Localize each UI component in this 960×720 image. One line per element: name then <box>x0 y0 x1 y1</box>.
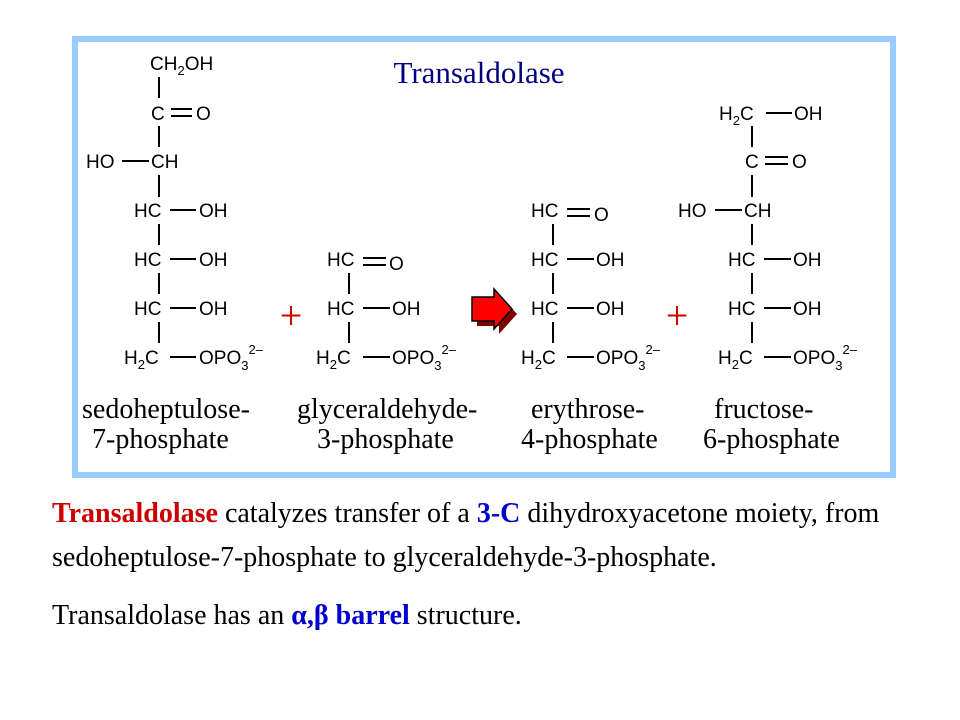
caption-paragraph-2: Transaldolase has an α,β barrel structur… <box>52 600 522 631</box>
reaction-arrow-icon <box>471 287 517 334</box>
caption-text: Transaldolase catalyzes transfer of a 3-… <box>52 492 942 638</box>
gly-name-line2: 3-phosphate <box>317 424 454 455</box>
ery-oh2: OH <box>596 299 625 320</box>
fru-oh-top: OH <box>794 104 823 125</box>
ery-hc2: HC <box>531 299 558 320</box>
plus-sign-1: + <box>280 293 303 338</box>
ery-name-line1: erythrose- <box>531 394 645 425</box>
caption-barrel-highlight: barrel <box>328 600 410 631</box>
fru-c2: C <box>745 152 759 173</box>
fru-h2c-top: H2C <box>719 104 754 128</box>
diagram-title: Transaldolase <box>393 55 564 90</box>
gly-hc-top: HC <box>327 250 354 271</box>
glyceraldehyde-3-phosphate-structure: HC O HC OH H2C OPO32– <box>316 250 457 373</box>
fru-hc2: HC <box>728 299 755 320</box>
gly-opo3: OPO32– <box>392 342 457 373</box>
gly-hc: HC <box>327 299 354 320</box>
sedo-name-line2: 7-phosphate <box>92 424 229 455</box>
fru-opo3: OPO32– <box>793 342 858 373</box>
caption-enzyme-name: Transaldolase <box>52 498 218 529</box>
fructose-6-phosphate-structure: H2C OH C O HO CH HC OH HC OH H2C OPO32– <box>678 104 858 373</box>
ery-o: O <box>594 205 609 226</box>
gly-o: O <box>389 254 404 275</box>
sedo-oh3: OH <box>199 299 228 320</box>
gly-oh: OH <box>392 299 421 320</box>
fru-ho: HO <box>678 201 707 222</box>
sedo-h2c: H2C <box>124 348 159 372</box>
caption-greek-alpha-beta: α,β <box>291 600 329 631</box>
fru-oh1: OH <box>793 250 822 271</box>
fru-hc1: HC <box>728 250 755 271</box>
sedo-ch2oh: CH2OH <box>150 54 213 78</box>
fru-h2c: H2C <box>718 348 753 372</box>
sedo-hc2: HC <box>134 250 161 271</box>
reaction-figure-frame <box>72 36 896 478</box>
gly-name-line1: glyceraldehyde- <box>297 394 477 425</box>
sedo-ch: CH <box>151 152 178 173</box>
sedo-hc3: HC <box>134 299 161 320</box>
ery-name-line2: 4-phosphate <box>521 424 658 455</box>
fru-ch: CH <box>744 201 771 222</box>
sedo-hc1: HC <box>134 201 161 222</box>
ery-oh1: OH <box>596 250 625 271</box>
sedo-oh2: OH <box>199 250 228 271</box>
sedo-oh1: OH <box>199 201 228 222</box>
fru-oh2: OH <box>793 299 822 320</box>
erythrose-4-phosphate-structure: HC O HC OH HC OH H2C OPO32– <box>521 201 661 373</box>
fru-o: O <box>792 152 807 173</box>
plus-sign-2: + <box>666 293 689 338</box>
sedo-name-line1: sedoheptulose- <box>82 394 250 425</box>
gly-h2c: H2C <box>316 348 351 372</box>
caption-3c-highlight: 3-C <box>476 498 521 529</box>
ery-h2c: H2C <box>521 348 556 372</box>
ery-hc1: HC <box>531 250 558 271</box>
sedo-o: O <box>196 104 211 125</box>
sedo-c2: C <box>151 104 165 125</box>
fru-name-line2: 6-phosphate <box>703 424 840 455</box>
sedo-ho: HO <box>86 152 115 173</box>
sedoheptulose-7-phosphate-structure: CH2OH C O HO CH HC OH HC OH HC OH H2C <box>86 54 264 373</box>
fru-name-line1: fructose- <box>714 394 814 425</box>
caption-paragraph-1: Transaldolase catalyzes transfer of a 3-… <box>52 498 880 573</box>
sedo-opo3: OPO32– <box>199 342 264 373</box>
ery-opo3: OPO32– <box>596 342 661 373</box>
ery-hc-top: HC <box>531 201 558 222</box>
